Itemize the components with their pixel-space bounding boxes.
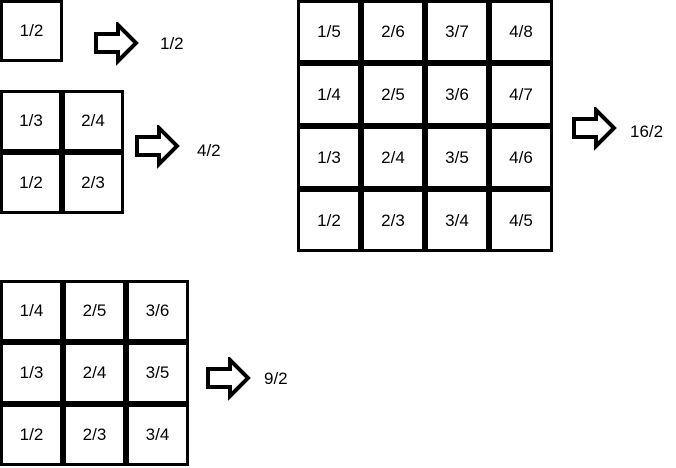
grid-cell: 2/3: [361, 189, 425, 252]
right-arrow-icon: [135, 125, 180, 169]
result-value: 4/2: [197, 141, 221, 160]
result-value: 16/2: [630, 122, 664, 141]
grid-cell: 3/6: [126, 280, 189, 342]
grid-cell: 2/4: [361, 126, 425, 189]
grid-cell: 3/7: [425, 0, 489, 63]
grid-cell: 2/5: [63, 280, 126, 342]
grid-cell: 1/3: [297, 126, 361, 189]
result-value: 9/2: [264, 369, 288, 388]
right-arrow-icon: [206, 357, 251, 401]
right-arrow-icon: [572, 107, 617, 151]
grid-cell: 1/4: [0, 280, 63, 342]
grid-cell: 3/4: [126, 404, 189, 466]
grid-cell: 1/4: [297, 63, 361, 126]
grid-cell: 2/4: [63, 342, 126, 404]
grid-cell: 2/6: [361, 0, 425, 63]
grid-cell: 3/5: [126, 342, 189, 404]
grid-cell: 1/2: [0, 404, 63, 466]
grid-cell: 2/3: [63, 404, 126, 466]
grid-cell: 1/3: [0, 342, 63, 404]
grid-cell: 3/4: [425, 189, 489, 252]
grid-cell: 2/5: [361, 63, 425, 126]
right-arrow-icon: [94, 22, 139, 66]
grid-cell: 2/4: [62, 90, 124, 152]
grid-cell: 1/3: [0, 90, 62, 152]
grid-cell: 3/5: [425, 126, 489, 189]
grid-cell: 1/2: [297, 189, 361, 252]
grid-cell: 4/5: [489, 189, 553, 252]
grid-cell: 4/6: [489, 126, 553, 189]
grid-cell: 1/5: [297, 0, 361, 63]
grid-cell: 4/7: [489, 63, 553, 126]
grid-cell: 2/3: [62, 152, 124, 214]
grid-cell: 1/2: [0, 152, 62, 214]
grid-cell: 4/8: [489, 0, 553, 63]
grid-cell: 3/6: [425, 63, 489, 126]
result-value: 1/2: [160, 34, 184, 53]
grid-cell: 1/2: [0, 0, 63, 62]
